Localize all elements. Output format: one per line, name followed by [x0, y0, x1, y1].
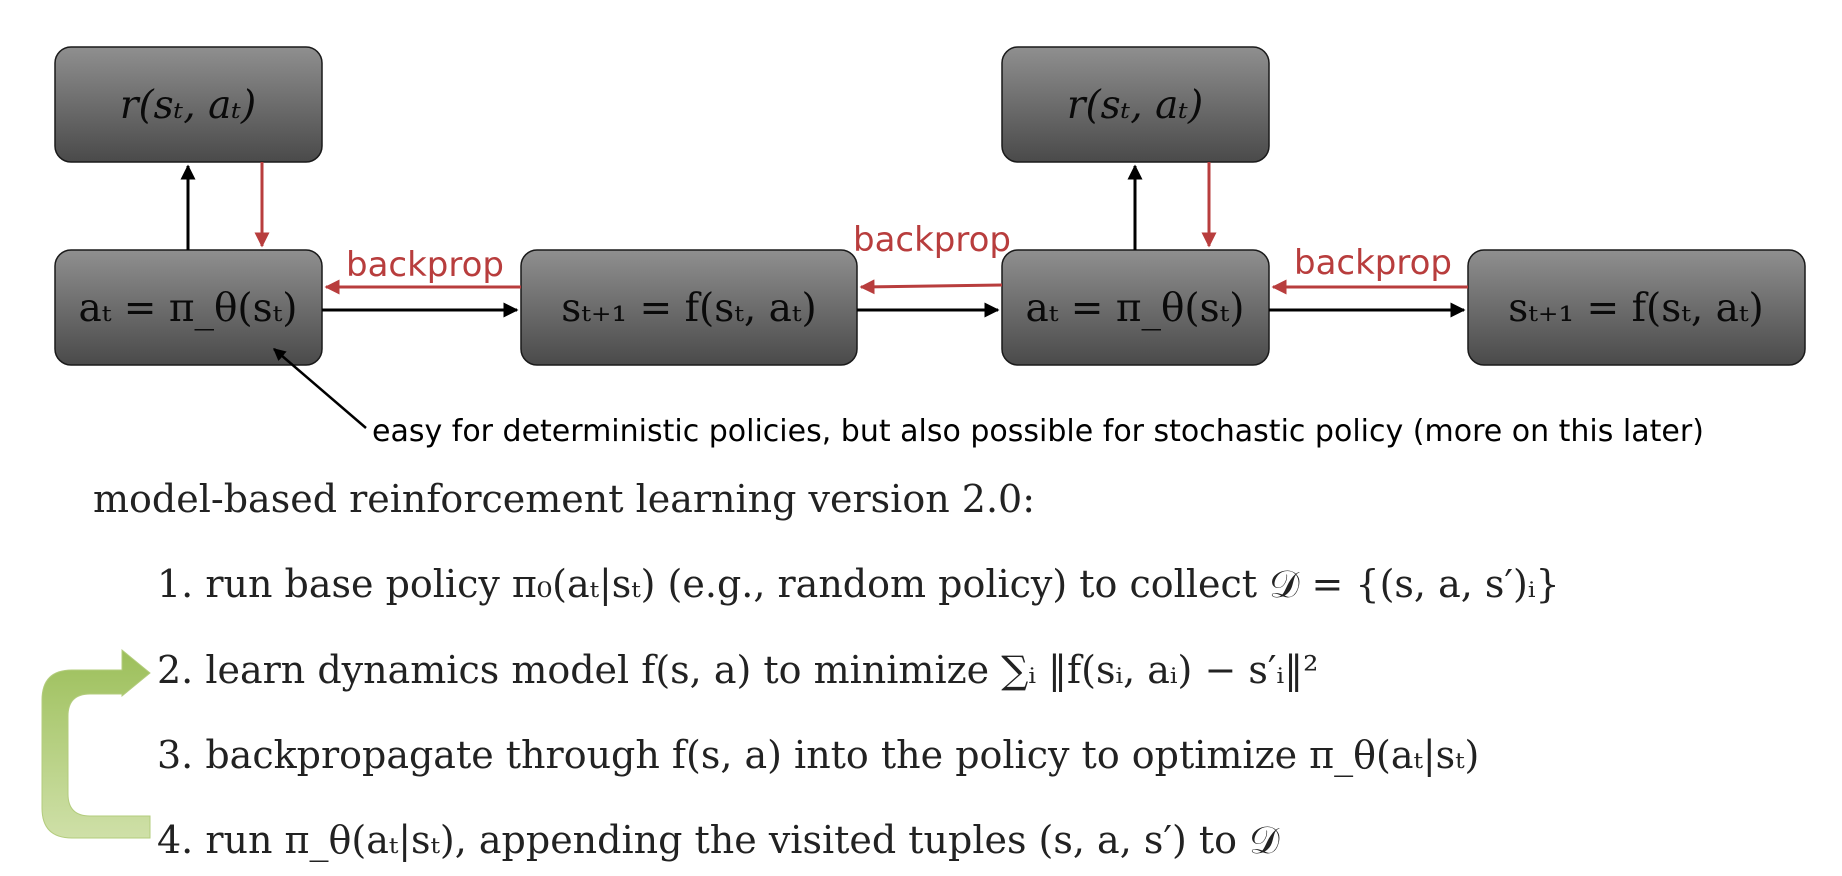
- reward-box-2-label: r(sₜ, aₜ): [1067, 83, 1203, 128]
- dynamics-box-2: sₜ₊₁ = f(sₜ, aₜ): [1467, 249, 1806, 366]
- algorithm-step-2: 2. learn dynamics model f(s, a) to minim…: [157, 648, 1318, 692]
- dynamics-box-1-label: sₜ₊₁ = f(sₜ, aₜ): [561, 286, 816, 331]
- algorithm-step-3: 3. backpropagate through f(s, a) into th…: [157, 733, 1479, 778]
- backprop-label-2: backprop: [853, 220, 1011, 260]
- reward-box-1: r(sₜ, aₜ): [54, 46, 323, 163]
- backprop-label-1: backprop: [346, 245, 504, 285]
- policy-box-2-label: aₜ = π_θ(sₜ): [1025, 286, 1244, 331]
- loop-arrow: [41, 648, 151, 839]
- annotation-pointer-arrow: [273, 348, 367, 429]
- reward-box-2: r(sₜ, aₜ): [1001, 46, 1270, 163]
- reward-box-1-label: r(sₜ, aₜ): [120, 83, 256, 128]
- dynamics-box-1: sₜ₊₁ = f(sₜ, aₜ): [520, 249, 858, 366]
- annotation-text: easy for deterministic policies, but als…: [372, 414, 1704, 449]
- algorithm-step-1: 1. run base policy π₀(aₜ|sₜ) (e.g., rand…: [157, 562, 1560, 606]
- algorithm-heading: model-based reinforcement learning versi…: [93, 477, 1035, 521]
- backprop-arrow-policy2-to-dynamics1: [859, 279, 1003, 295]
- policy-box-2: aₜ = π_θ(sₜ): [1001, 249, 1270, 366]
- dynamics-box-2-label: sₜ₊₁ = f(sₜ, aₜ): [1508, 286, 1763, 331]
- policy-box-1: aₜ = π_θ(sₜ): [54, 249, 323, 366]
- policy-box-1-label: aₜ = π_θ(sₜ): [78, 286, 297, 331]
- algorithm-step-4: 4. run π_θ(aₜ|sₜ), appending the visited…: [157, 818, 1280, 863]
- backprop-label-3: backprop: [1294, 243, 1452, 283]
